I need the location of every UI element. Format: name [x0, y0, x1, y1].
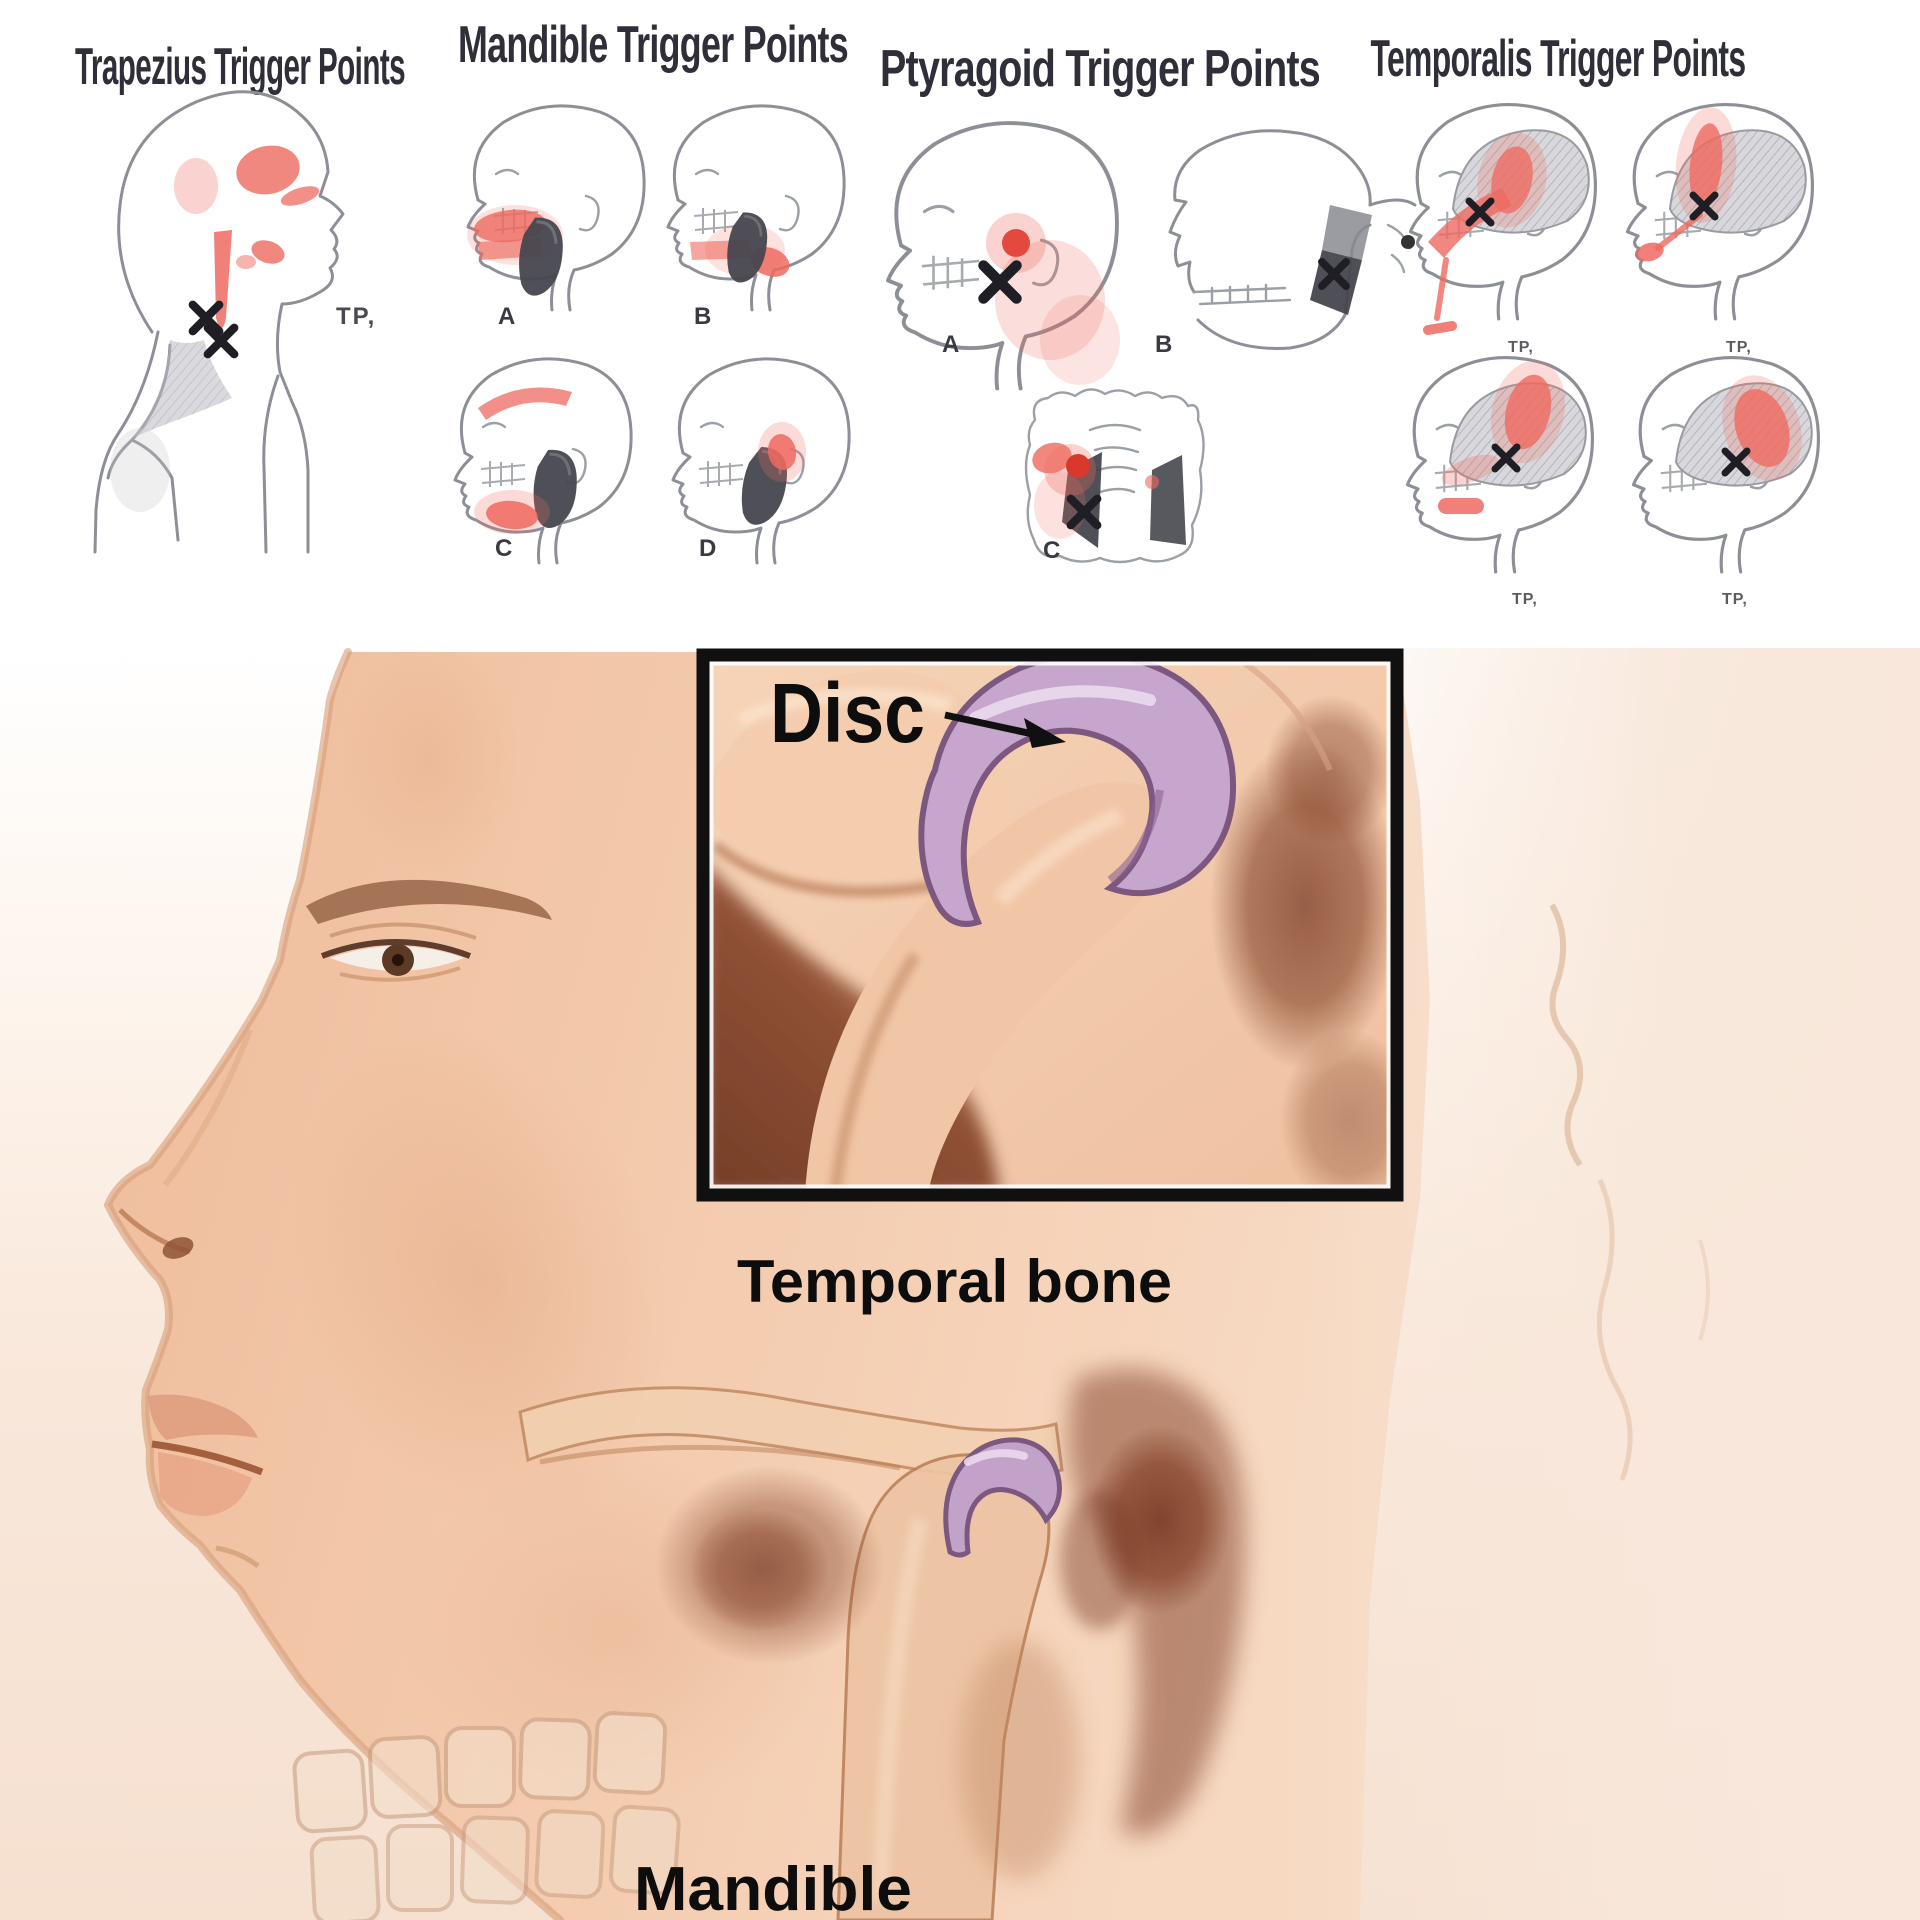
teeth-lower — [309, 1804, 681, 1920]
panel-title-trapezius: Trapezius Trigger Points — [75, 38, 405, 96]
temporalis-figure-4: TP, — [1631, 356, 1820, 608]
panel-mandible: Mandible Trigger Points A B — [453, 16, 851, 565]
disc-inset: Disc — [696, 648, 1404, 1202]
mandible-figure-a: A — [466, 104, 646, 330]
facial-features — [118, 879, 552, 1568]
trigger-points-strip: Trapezius Trigger Points — [75, 16, 1820, 608]
trigger-point-dot — [1002, 229, 1030, 257]
temporalis-figure-2: TP, — [1625, 103, 1814, 356]
figure-label: B — [1155, 331, 1172, 358]
figure-label: B — [694, 303, 711, 330]
figure-label: C — [1043, 537, 1060, 564]
panel-title-temporalis: Temporalis Trigger Points — [1371, 30, 1746, 88]
panel-trapezius: Trapezius Trigger Points — [75, 38, 406, 554]
inset-condyle — [805, 781, 1172, 1195]
panel-title-ptyragoid: Ptyragoid Trigger Points — [880, 40, 1320, 98]
panel-title-mandible: Mandible Trigger Points — [458, 16, 848, 74]
tp-label-trapezius: TP, — [336, 303, 376, 330]
figure-label: D — [699, 535, 716, 562]
disc-label: Disc — [770, 666, 925, 760]
figure-label: C — [495, 535, 512, 562]
mouth-line — [151, 1440, 264, 1476]
tmj-disc-small — [943, 1437, 1062, 1558]
pupil — [392, 954, 404, 966]
ptyragoid-figure-b-skull: B — [1155, 129, 1417, 358]
tp-label: TP, — [1508, 339, 1534, 356]
eyebrow — [306, 879, 552, 924]
mandible-figure-d: D — [671, 357, 851, 565]
tp-label: TP, — [1722, 591, 1748, 608]
upper-lip — [148, 1394, 258, 1440]
inset-border — [696, 648, 1404, 1202]
ptyragoid-figure-c-skullbase: C — [1024, 388, 1205, 564]
tmj-illustration: Disc Temporal bone Mandible — [0, 640, 1920, 1920]
panel-temporalis: Temporalis Trigger Points TP, — [1371, 30, 1820, 608]
panel-ptyragoid: Ptyragoid Trigger Points A B — [880, 40, 1417, 564]
nostril — [162, 1237, 194, 1259]
tp-label: TP, — [1726, 339, 1752, 356]
mandible-figure-c: C — [453, 357, 633, 565]
mandible-figure-b: B — [666, 104, 846, 330]
shadow-regions — [655, 1368, 1246, 1880]
figure-label: A — [942, 331, 959, 358]
lower-lip — [158, 1452, 252, 1516]
suture-lines — [1549, 903, 1710, 1481]
mandible-label: Mandible — [634, 1855, 912, 1920]
figure-label: A — [498, 303, 515, 330]
zygomatic-arch — [518, 1386, 1064, 1478]
disc-arrow — [944, 711, 1066, 748]
profile-contour — [103, 648, 564, 1920]
trapezius-figure: TP, — [93, 90, 376, 554]
ptyragoid-figure-a: A — [886, 121, 1120, 391]
tp-label: TP, — [1512, 591, 1538, 608]
temporal-bone-label: Temporal bone — [737, 1248, 1172, 1315]
teeth-upper — [292, 1711, 668, 1834]
temporalis-figure-1: TP, — [1408, 103, 1597, 356]
temporalis-figure-3: TP, — [1405, 356, 1594, 608]
arrowhead — [1024, 718, 1066, 748]
